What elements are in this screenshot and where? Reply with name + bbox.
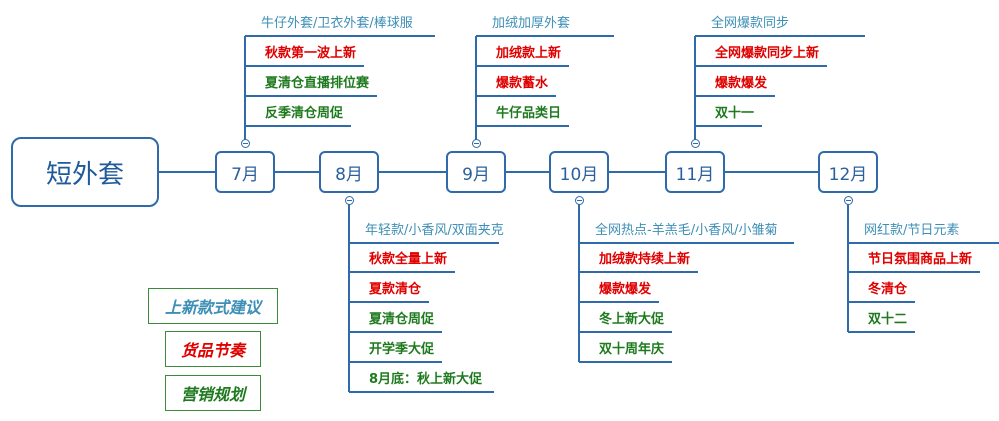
branch-header: 牛仔外套/卫衣外套/棒球服 bbox=[261, 16, 413, 31]
branch-header: 加绒加厚外套 bbox=[492, 16, 571, 31]
branch-item: 开学季大促 bbox=[369, 342, 435, 357]
month-node-4[interactable]: 10月 bbox=[549, 151, 609, 193]
month-node-1[interactable]: 7月 bbox=[215, 151, 275, 193]
legend-item-3: 营销规划 bbox=[165, 375, 261, 411]
month-node-6[interactable]: 12月 bbox=[818, 151, 878, 193]
branch-item: 秋款第一波上新 bbox=[265, 46, 357, 61]
branch-item: 反季清仓周促 bbox=[265, 106, 344, 121]
collapse-toggle-icon[interactable] bbox=[574, 196, 584, 205]
branch-item: 8月底：秋上新大促 bbox=[369, 372, 483, 387]
month-node-5[interactable]: 11月 bbox=[665, 151, 725, 193]
branch-header: 全网爆款同步 bbox=[711, 16, 790, 31]
branch-item: 双十二 bbox=[868, 312, 908, 327]
branch-item: 全网爆款同步上新 bbox=[715, 46, 820, 61]
branch-item: 夏清仓直播排位赛 bbox=[265, 76, 370, 91]
branch-item: 夏清仓周促 bbox=[369, 312, 435, 327]
legend-item-2: 货品节奏 bbox=[165, 331, 261, 367]
branch-item: 牛仔品类日 bbox=[496, 106, 562, 121]
branch-item: 秋款全量上新 bbox=[369, 252, 448, 267]
collapse-toggle-icon[interactable] bbox=[240, 139, 250, 148]
branch-item: 冬上新大促 bbox=[599, 312, 665, 327]
branch-item: 爆款爆发 bbox=[715, 76, 768, 91]
collapse-toggle-icon[interactable] bbox=[690, 139, 700, 148]
collapse-toggle-icon[interactable] bbox=[843, 196, 853, 205]
collapse-toggle-icon[interactable] bbox=[471, 139, 481, 148]
branch-item: 夏款清仓 bbox=[369, 282, 422, 297]
branch-item: 节日氛围商品上新 bbox=[868, 252, 973, 267]
branch-header: 网红款/节日元素 bbox=[864, 223, 960, 238]
root-topic[interactable]: 短外套 bbox=[11, 137, 159, 207]
branch-item: 爆款爆发 bbox=[599, 282, 652, 297]
branch-item: 加绒款持续上新 bbox=[599, 252, 691, 267]
legend-item-1: 上新款式建议 bbox=[148, 288, 278, 324]
month-node-3[interactable]: 9月 bbox=[446, 151, 506, 193]
branch-item: 双十一 bbox=[715, 106, 755, 121]
collapse-toggle-icon[interactable] bbox=[344, 196, 354, 205]
branch-header: 全网热点-羊羔毛/小香风/小雏菊 bbox=[595, 223, 778, 238]
branch-header: 年轻款/小香风/双面夹克 bbox=[365, 223, 504, 238]
branch-item: 加绒款上新 bbox=[496, 46, 562, 61]
branch-item: 爆款蓄水 bbox=[496, 76, 549, 91]
month-node-2[interactable]: 8月 bbox=[319, 151, 379, 193]
branch-item: 双十周年庆 bbox=[599, 342, 665, 357]
branch-item: 冬清仓 bbox=[868, 282, 908, 297]
